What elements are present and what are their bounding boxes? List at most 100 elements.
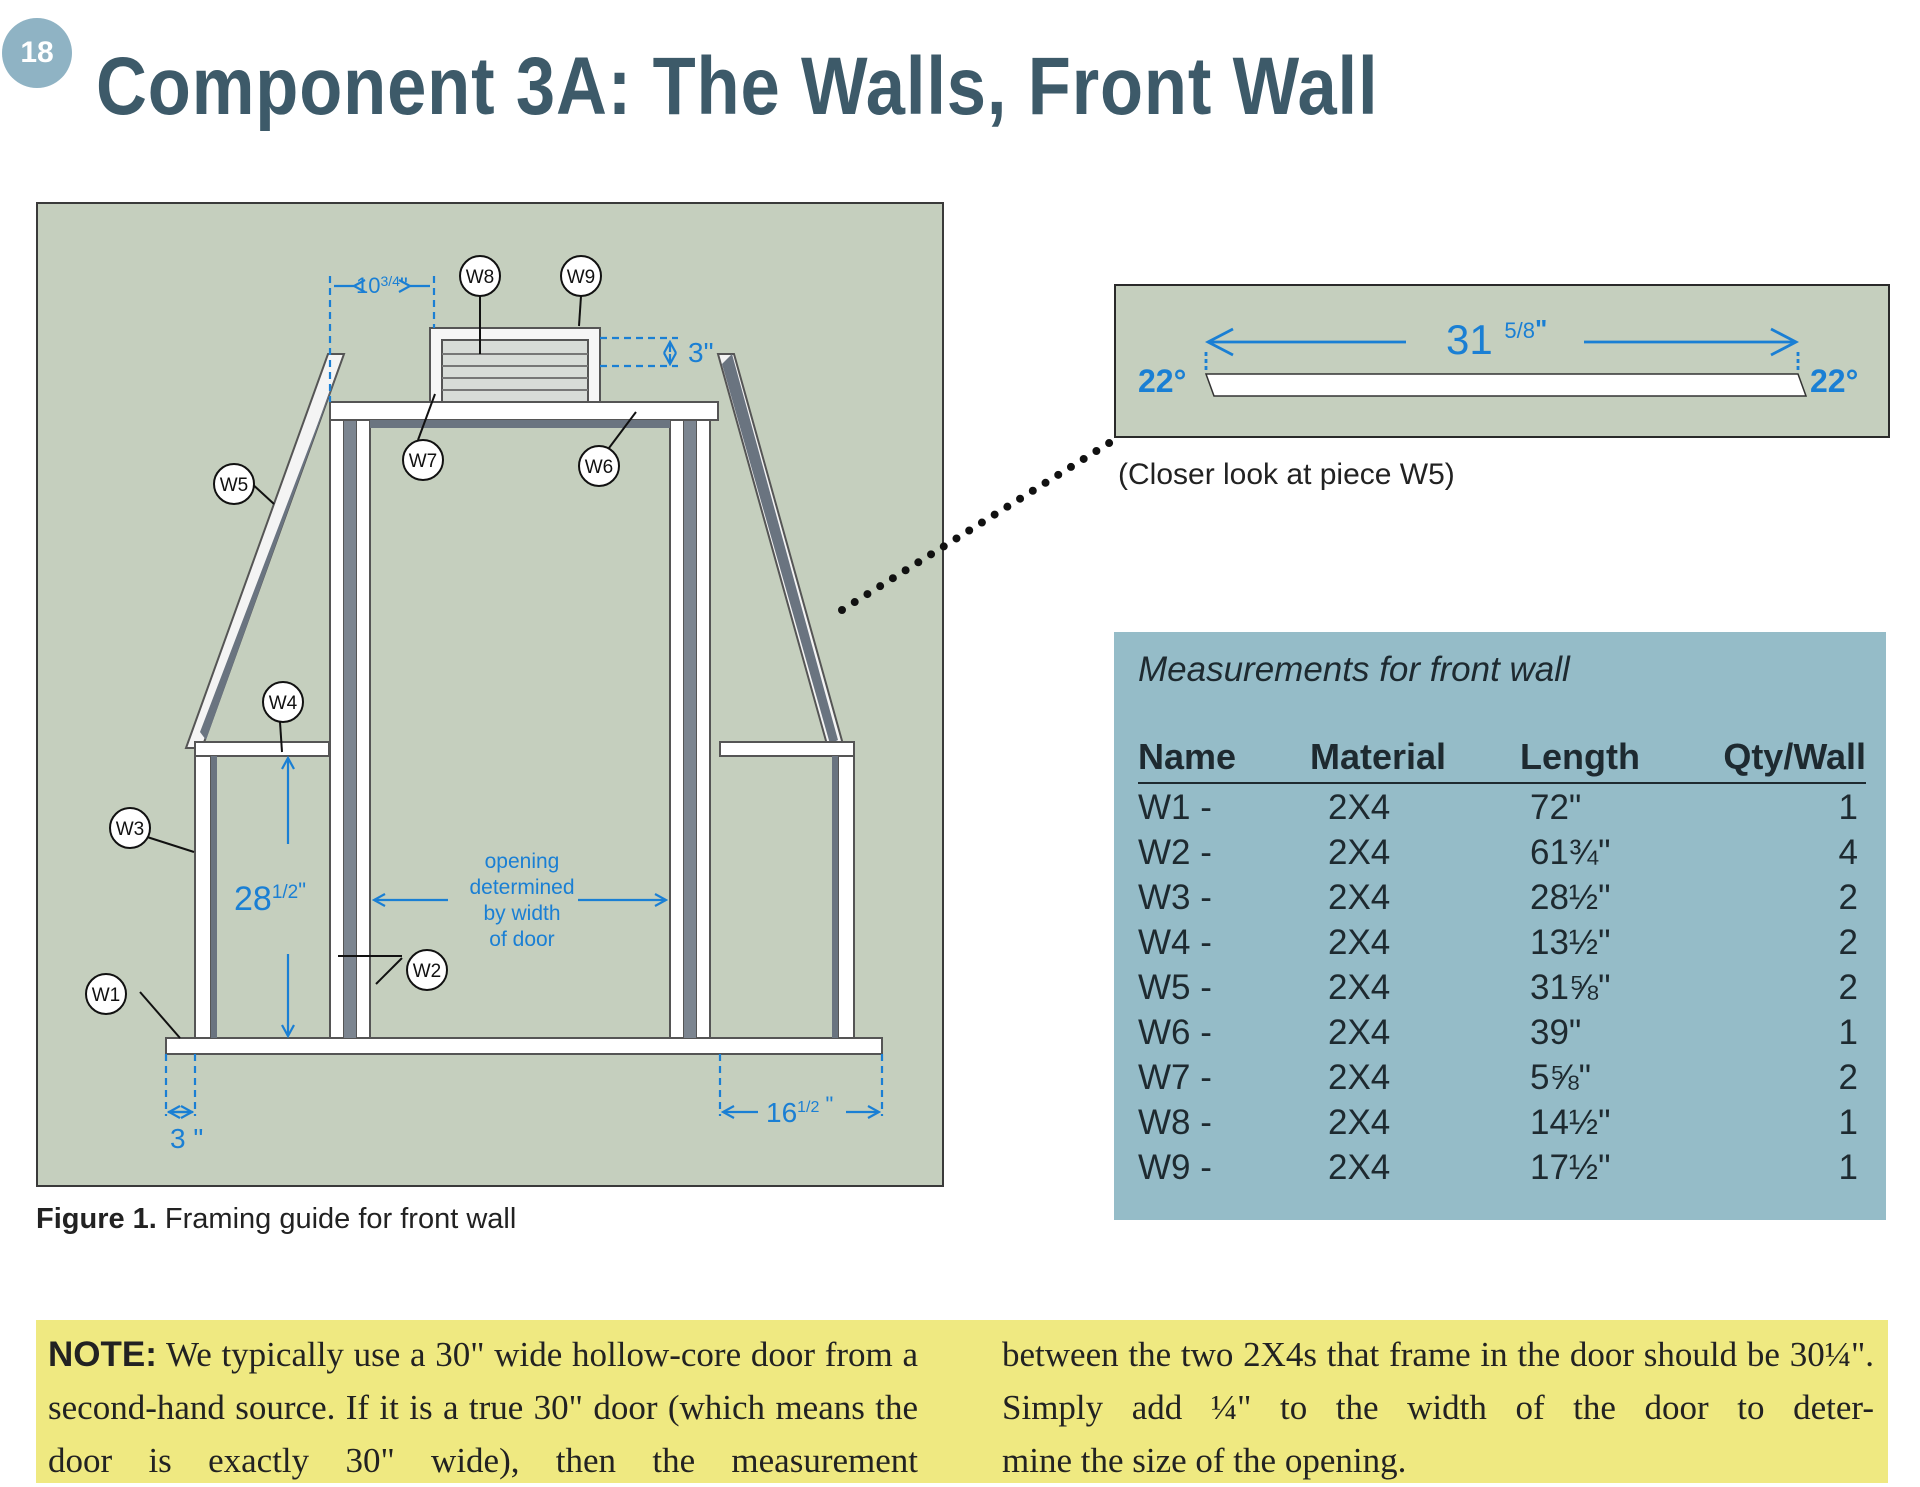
closeup-length-frac: 5/8 bbox=[1504, 318, 1535, 343]
cell-qty: 1 bbox=[1838, 1148, 1858, 1187]
table-row: W6 - 2X4 39" 1 bbox=[1138, 1009, 1866, 1054]
note-left-column: NOTE: We typically use a 30" wide hollow… bbox=[48, 1328, 918, 1487]
header-material: Material bbox=[1310, 736, 1447, 777]
cell-qty: 2 bbox=[1838, 968, 1858, 1007]
cell-qty: 1 bbox=[1838, 1103, 1858, 1142]
note-label: NOTE: bbox=[48, 1335, 157, 1374]
cell-length: 17½" bbox=[1530, 1148, 1611, 1187]
cell-length: 31⅝" bbox=[1530, 968, 1611, 1007]
svg-text:31 5/8": 31 5/8" bbox=[1446, 314, 1547, 363]
closeup-angle-right: 22° bbox=[1810, 363, 1858, 399]
cell-length: 39" bbox=[1530, 1013, 1582, 1052]
note-right-column: between the two 2X4s that frame in the d… bbox=[1002, 1328, 1874, 1487]
label-w8-text: W8 bbox=[466, 267, 495, 288]
figure-caption-text: Framing guide for front wall bbox=[156, 1203, 517, 1235]
page-title: Component 3A: The Walls, Front Wall bbox=[96, 41, 1379, 132]
label-w5 bbox=[213, 463, 255, 505]
cell-material: 2X4 bbox=[1328, 923, 1391, 962]
dim-bottom-right: 16 bbox=[766, 1097, 797, 1128]
cell-qty: 2 bbox=[1838, 923, 1858, 962]
label-w2-text: W2 bbox=[413, 961, 442, 982]
figure-caption: Figure 1. Framing guide for front wall bbox=[36, 1203, 516, 1236]
cell-material: 2X4 bbox=[1328, 833, 1391, 872]
dim-bottom-right-frac: 1/2 bbox=[797, 1099, 819, 1116]
cell-material: 2X4 bbox=[1328, 1013, 1391, 1052]
dim-top-offset-frac: 3/4 bbox=[380, 273, 400, 289]
cell-material: 2X4 bbox=[1328, 968, 1391, 1007]
note-box: NOTE: We typically use a 30" wide hollow… bbox=[36, 1320, 1888, 1483]
label-w3-text: W3 bbox=[116, 819, 145, 840]
page-number-badge: 18 bbox=[2, 18, 72, 88]
cell-length: 61¾" bbox=[1530, 833, 1611, 872]
label-w2 bbox=[406, 949, 448, 991]
svg-text:281/2": 281/2" bbox=[234, 878, 306, 918]
label-w9-text: W9 bbox=[567, 267, 596, 288]
opening-text-3: by width bbox=[483, 902, 560, 925]
table-row: W5 - 2X4 31⅝" 2 bbox=[1138, 964, 1866, 1009]
cell-material: 2X4 bbox=[1328, 788, 1391, 827]
header-qty: Qty/Wall bbox=[1723, 736, 1866, 777]
cell-name: W3 - bbox=[1138, 878, 1212, 917]
cell-name: W7 - bbox=[1138, 1058, 1212, 1097]
closeup-angle-left: 22° bbox=[1138, 363, 1186, 399]
note-left-text: We typically use a 30" wide hollow-core … bbox=[48, 1335, 918, 1480]
table-row: W7 - 2X4 5⅝" 2 bbox=[1138, 1054, 1866, 1099]
note-right-text: between the two 2X4s that frame in the d… bbox=[1002, 1335, 1874, 1427]
label-w6-text: W6 bbox=[585, 457, 614, 478]
header-name: Name bbox=[1138, 736, 1237, 777]
label-w7-text: W7 bbox=[409, 451, 438, 472]
cell-length: 28½" bbox=[1530, 878, 1611, 917]
dim-top-offset-unit: " bbox=[400, 273, 408, 298]
framing-diagram: W8 W9 W7 W6 W5 W4 W3 W2 W1 bbox=[85, 255, 884, 1154]
dim-bottom-right-unit: " bbox=[819, 1092, 833, 1117]
cell-name: W4 - bbox=[1138, 923, 1212, 962]
measurements-panel: Measurements for front wall Name Materia… bbox=[1114, 632, 1886, 1220]
svg-text:103/4": 103/4" bbox=[356, 273, 408, 298]
cell-qty: 1 bbox=[1838, 1013, 1858, 1052]
cell-material: 2X4 bbox=[1328, 1103, 1391, 1142]
dim-top-height: 3" bbox=[688, 337, 714, 368]
cell-name: W5 - bbox=[1138, 968, 1212, 1007]
label-w9 bbox=[560, 255, 602, 297]
cell-name: W1 - bbox=[1138, 788, 1212, 827]
cell-material: 2X4 bbox=[1328, 1058, 1391, 1097]
opening-text-1: opening bbox=[485, 850, 560, 873]
w5-closeup-diagram: 31 5/8" 22° 22° bbox=[1138, 314, 1858, 399]
page-number: 18 bbox=[20, 36, 54, 69]
dim-window-height-unit: " bbox=[298, 878, 306, 903]
dim-top-offset: 10 bbox=[356, 273, 380, 298]
cell-length: 14½" bbox=[1530, 1103, 1611, 1142]
label-w1 bbox=[85, 973, 127, 1015]
framing-figure: W8 W9 W7 W6 W5 W4 W3 W2 W1 bbox=[36, 202, 944, 1187]
cell-name: W6 - bbox=[1138, 1013, 1212, 1052]
w5-closeup-panel: 31 5/8" 22° 22° bbox=[1114, 284, 1890, 438]
label-w6 bbox=[578, 445, 620, 487]
label-w8 bbox=[459, 255, 501, 297]
closeup-caption: (Closer look at piece W5) bbox=[1118, 458, 1455, 491]
cell-name: W9 - bbox=[1138, 1148, 1212, 1187]
cell-material: 2X4 bbox=[1328, 878, 1391, 917]
label-w4-text: W4 bbox=[269, 693, 298, 714]
cell-qty: 4 bbox=[1838, 833, 1858, 872]
figure-caption-label: Figure 1. bbox=[36, 1203, 157, 1235]
opening-text-2: determined bbox=[469, 876, 574, 899]
cell-qty: 1 bbox=[1838, 788, 1858, 827]
label-w5-text: W5 bbox=[220, 475, 249, 496]
table-header-row: Name Material Length Qty/Wall bbox=[1138, 736, 1866, 784]
cell-name: W8 - bbox=[1138, 1103, 1212, 1142]
label-w3 bbox=[109, 807, 151, 849]
table-row: W2 - 2X4 61¾" 4 bbox=[1138, 829, 1866, 874]
label-w7 bbox=[402, 439, 444, 481]
cell-qty: 2 bbox=[1838, 1058, 1858, 1097]
cell-length: 5⅝" bbox=[1530, 1058, 1592, 1097]
label-w1-text: W1 bbox=[92, 985, 121, 1006]
cell-name: W2 - bbox=[1138, 833, 1212, 872]
note-right-text-end: mine the size of the opening. bbox=[1002, 1441, 1407, 1480]
measurements-title: Measurements for front wall bbox=[1138, 650, 1570, 689]
label-w4 bbox=[262, 681, 304, 723]
